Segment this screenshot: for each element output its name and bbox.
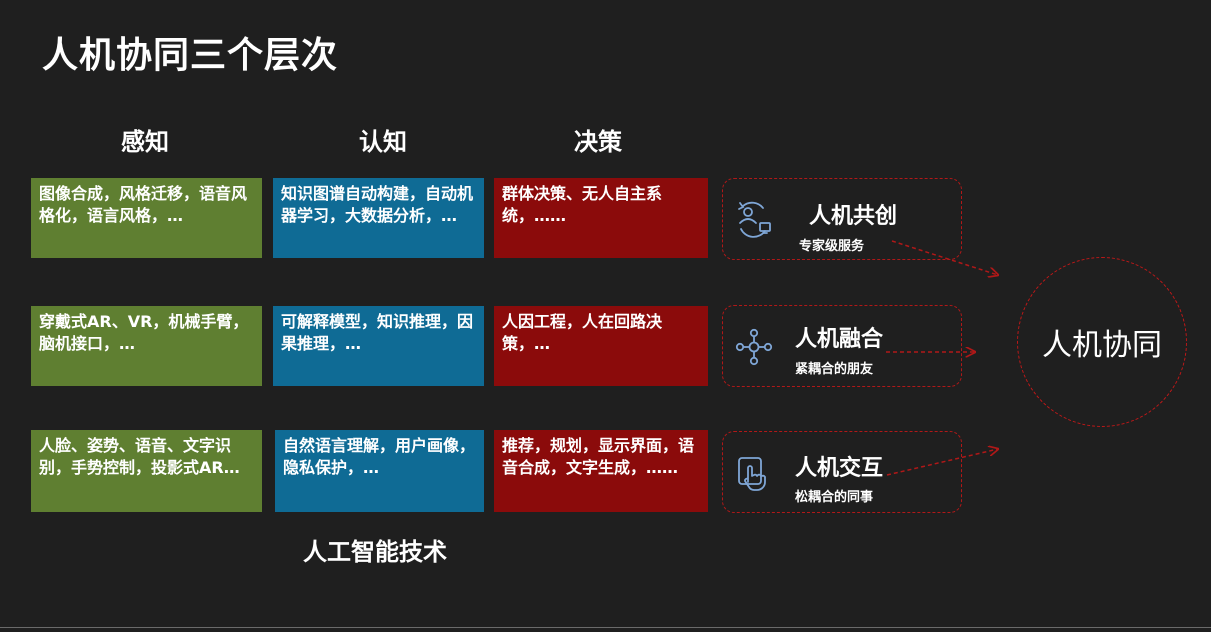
mode-box-cocreation: 人机共创 专家级服务	[722, 178, 962, 260]
mode-subtitle-interaction: 松耦合的同事	[795, 490, 874, 505]
cell-cognition-2: 可解释模型，知识推理，因果推理，…	[273, 306, 484, 386]
column-header-cognition: 认知	[359, 128, 407, 156]
bottom-divider	[0, 627, 1211, 628]
ai-technology-label: 人工智能技术	[303, 538, 447, 566]
cell-decision-2: 人因工程，人在回路决策，…	[494, 306, 708, 386]
mode-box-fusion: 人机融合 紧耦合的朋友	[722, 305, 962, 387]
cell-perception-2: 穿戴式AR、VR，机械手臂，脑机接口，…	[31, 306, 262, 386]
cell-decision-3: 推荐，规划，显示界面，语音合成，文字生成，……	[494, 430, 708, 512]
center-label: 人机协同	[1042, 328, 1162, 363]
human-machine-collaboration-circle: 人机协同	[1017, 257, 1187, 427]
cell-perception-3: 人脸、姿势、语音、文字识别，手势控制，投影式AR…	[31, 430, 262, 512]
cell-cognition-3: 自然语言理解，用户画像，隐私保护，…	[275, 430, 484, 512]
cell-perception-1: 图像合成，风格迁移，语音风格化，语言风格，…	[31, 178, 262, 258]
arrow-interaction	[886, 449, 998, 476]
people-sync-icon	[733, 199, 775, 241]
cell-decision-1: 群体决策、无人自主系统，……	[494, 178, 708, 258]
mode-title-cocreation: 人机共创	[809, 204, 898, 229]
column-header-perception: 感知	[121, 128, 169, 156]
hand-touch-icon	[733, 452, 775, 494]
mode-title-fusion: 人机融合	[795, 327, 884, 352]
page-title: 人机协同三个层次	[42, 35, 339, 76]
arrow-cocreation	[891, 240, 998, 275]
mode-box-interaction: 人机交互 松耦合的同事	[722, 431, 962, 513]
column-header-decision: 决策	[574, 128, 622, 156]
network-nodes-icon	[733, 326, 775, 368]
mode-subtitle-fusion: 紧耦合的朋友	[795, 362, 874, 377]
cell-cognition-1: 知识图谱自动构建，自动机器学习，大数据分析，…	[273, 178, 484, 258]
mode-title-interaction: 人机交互	[795, 456, 884, 481]
mode-subtitle-cocreation: 专家级服务	[799, 239, 865, 254]
